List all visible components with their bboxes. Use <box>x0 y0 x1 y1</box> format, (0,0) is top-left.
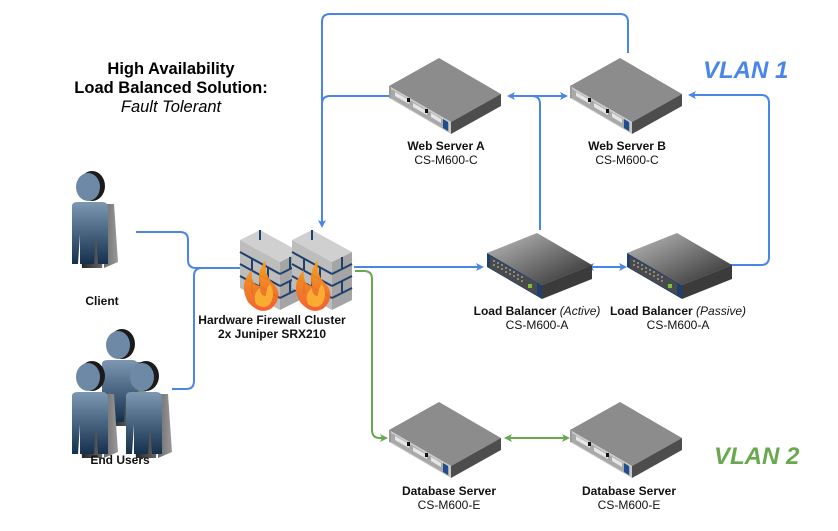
title-line-2: Load Balanced Solution: <box>74 79 268 97</box>
database-server-b-icon <box>570 402 682 478</box>
link-webb-firewall <box>318 13 629 228</box>
database-server-b-label: Database Server CS-M600-E <box>581 484 677 512</box>
web-server-b-label: Web Server B CS-M600-C <box>588 139 666 167</box>
link-lbactive-web <box>531 95 541 230</box>
firewall-icon <box>239 229 301 312</box>
load-balancer-active-label: Load Balancer (Active) CS-M600-A <box>473 304 601 332</box>
firewall-icon <box>291 229 353 312</box>
link-weba-loop <box>321 95 389 105</box>
vlan1-label: VLAN 1 <box>703 57 789 84</box>
link-client-firewall <box>136 231 240 269</box>
web-server-b-icon <box>570 58 682 134</box>
database-server-a-label: Database Server CS-M600-E <box>401 484 497 512</box>
end-users-icon <box>72 329 172 458</box>
end-users-label: End Users <box>90 453 150 467</box>
web-server-a-label: Web Server A CS-M600-C <box>407 139 485 167</box>
vlan2-links <box>355 270 570 442</box>
client-label: Client <box>85 294 119 308</box>
vlan1-links <box>136 13 770 390</box>
title-subtitle: Fault Tolerant <box>120 98 222 116</box>
diagram-title: High Availability Load Balanced Solution… <box>74 60 267 117</box>
link-lbpassive-webb <box>688 91 770 266</box>
load-balancer-passive-label: Load Balancer (Passive) CS-M600-A <box>609 304 747 332</box>
firewall-label: Hardware Firewall Cluster 2x Juniper SRX… <box>198 313 346 341</box>
title-line-1: High Availability <box>107 60 235 78</box>
link-firewall-db <box>355 270 388 442</box>
load-balancer-passive-icon <box>627 233 732 299</box>
link-endusers-firewall <box>172 267 203 390</box>
vlan2-label: VLAN 2 <box>714 443 800 470</box>
web-server-a-icon <box>389 58 501 134</box>
client-icon <box>72 171 118 268</box>
database-server-a-icon <box>389 402 501 478</box>
load-balancer-active-icon <box>487 233 592 299</box>
